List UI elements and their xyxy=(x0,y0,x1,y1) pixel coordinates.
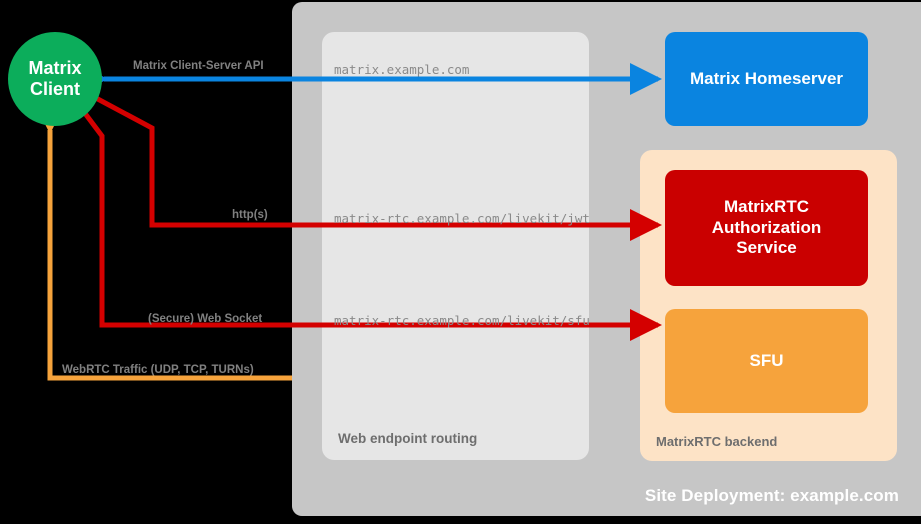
url-label-livekit-sfu: matrix-rtc.example.com/livekit/sfu xyxy=(334,313,590,328)
auth-service-line-3: Service xyxy=(736,238,797,258)
node-matrix-homeserver[interactable]: Matrix Homeserver xyxy=(665,32,868,126)
zone-matrixrtc-backend-label: MatrixRTC backend xyxy=(656,434,778,449)
node-matrix-client[interactable]: Matrix Client xyxy=(8,32,102,126)
edge-label-client-server-api: Matrix Client-Server API xyxy=(133,60,264,72)
edge-label-webrtc-traffic: WebRTC Traffic (UDP, TCP, TURNs) xyxy=(62,364,254,376)
auth-service-line-2: Authorization xyxy=(711,217,822,237)
edge-label-http-jwt: http(s) xyxy=(232,209,268,221)
auth-service-line-1: MatrixRTC xyxy=(723,197,809,217)
matrix-client-line-1: Matrix xyxy=(28,58,82,79)
node-matrixrtc-authorization-service[interactable]: MatrixRTC Authorization Service xyxy=(665,170,868,286)
edge-http-jwt-line xyxy=(61,69,663,241)
node-sfu[interactable]: SFU xyxy=(665,309,868,413)
url-label-livekit-jwt: matrix-rtc.example.com/livekit/jwt xyxy=(334,211,590,226)
zone-web-endpoint-routing-label: Web endpoint routing xyxy=(338,431,478,446)
url-label-matrix-example-com: matrix.example.com xyxy=(334,62,470,77)
site-deployment-label: Site Deployment: example.com xyxy=(644,486,899,505)
edge-label-websocket-sfu: (Secure) Web Socket xyxy=(148,313,263,325)
matrix-client-line-2: Client xyxy=(29,79,80,99)
